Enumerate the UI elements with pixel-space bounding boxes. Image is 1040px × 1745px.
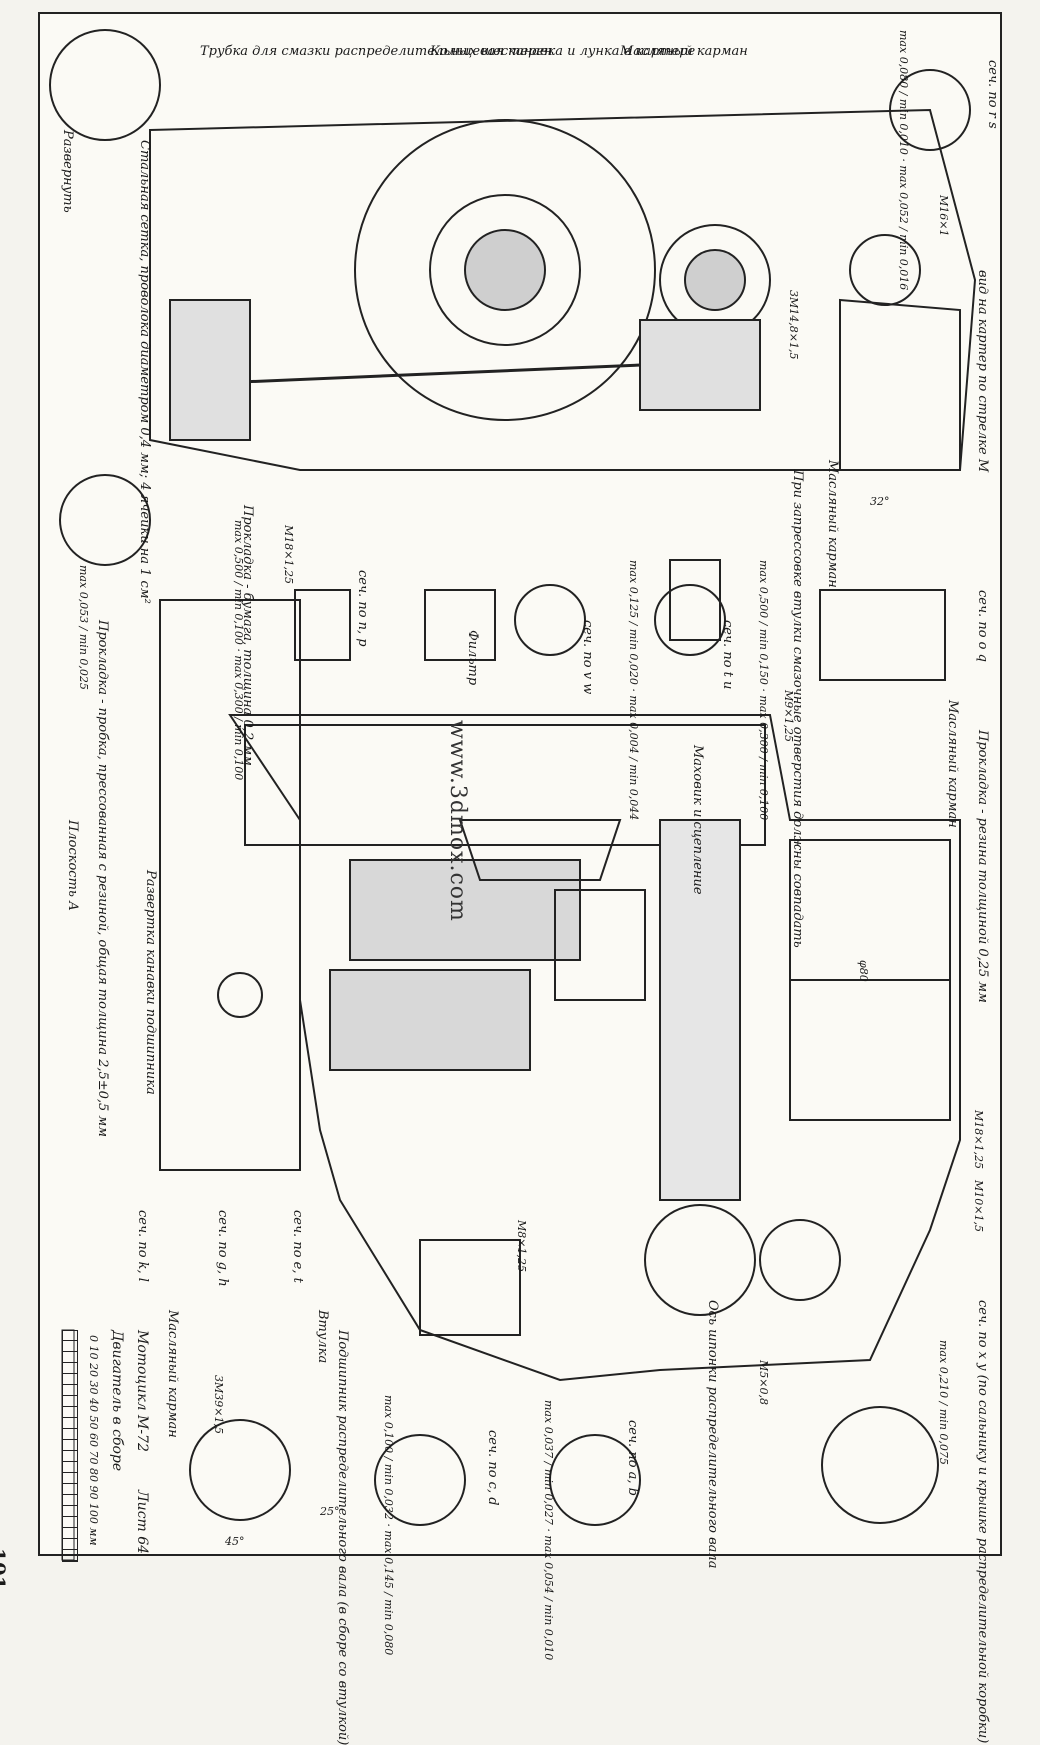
crankcase-outline — [149, 108, 977, 471]
page-number: 101 — [0, 1548, 10, 1590]
dim-angle25: 25° — [320, 1505, 340, 1518]
tol-vw: max 0,125 / min 0,020 · max 0,004 / min … — [627, 560, 640, 821]
detail-ab — [549, 1434, 641, 1526]
tol-np: max 0,500 / min 0,100 · max 0,300 / min … — [232, 520, 245, 781]
view-m — [839, 298, 961, 471]
section-np — [294, 589, 351, 661]
label-sleeve: Втулка — [315, 1310, 330, 1364]
label-sec-rs: сеч. по r s — [985, 60, 1000, 129]
title-machine: Мотоцикл M-72 — [134, 1330, 150, 1452]
label-sec-xy: сеч. по x y (по сальнику и крышке распре… — [975, 1300, 990, 1744]
section-tu — [654, 584, 726, 656]
oil-filter-cup — [419, 1239, 521, 1336]
timing-gear-housing — [354, 119, 656, 421]
tol-xy: max 0,210 / min 0,075 — [937, 1340, 950, 1465]
tol-rs: max 0,080 / min 0,010 · max 0,052 / min … — [897, 30, 910, 291]
label-sec-vw: сеч. по v w — [580, 620, 595, 695]
engine-section-outline — [228, 714, 961, 1382]
detail-sleeve — [189, 1419, 291, 1521]
dim-m16: M16×1 — [937, 195, 950, 237]
label-ring-groove: Кольцевая канавка и лунка в картере — [430, 44, 696, 59]
gearbox-housing — [159, 599, 301, 1171]
dim-m18b: M18×1,25 — [972, 1110, 985, 1169]
label-oil-pocket-mid: Масляный карман — [825, 460, 840, 588]
dim-m8: M8×1,25 — [515, 1220, 528, 1272]
scale-ticks: 0 10 20 30 40 50 60 70 80 90 100 мм — [87, 1335, 100, 1546]
dim-m10: M10×1,5 — [972, 1180, 985, 1232]
title-sheet: Лист 64 — [134, 1490, 150, 1555]
tol-cd: max 0,100 / min 0,032 · max 0,145 / min … — [382, 1395, 395, 1656]
dim-m18: M18×1,25 — [282, 525, 295, 584]
engine-drawing — [49, 29, 977, 1561]
label-sec-tu: сеч. по t u — [720, 620, 735, 690]
tol-paper: max 0,053 / min 0,025 — [77, 565, 90, 690]
label-sec-gh: сеч. по g, h — [215, 1210, 230, 1287]
label-sec-et: сеч. по e, t — [290, 1210, 305, 1283]
dim-m14: 3M14,8×1,5 — [787, 290, 800, 360]
label-oil-pocket-top: Масляный карман — [620, 44, 748, 59]
label-sec-ab: сеч. по a, b — [625, 1420, 640, 1496]
detail-rs — [889, 69, 971, 151]
scale-bar — [62, 1330, 78, 1562]
dim-angle45: 45° — [225, 1535, 245, 1548]
title-engine: Двигатель в сборе — [109, 1330, 125, 1472]
filter-mesh — [424, 589, 496, 661]
label-oil-pocket-right: Масляный карман — [945, 700, 960, 828]
label-cork-gasket: Прокладка - пробка, прессованная с резин… — [95, 620, 110, 1138]
label-sec-oq: сеч. по о q — [975, 590, 990, 662]
label-camshaft-axis: Ось шпонки распределительного вала — [705, 1300, 720, 1569]
dim-m5: M5×0,8 — [757, 1360, 770, 1405]
label-bearing-groove: Развертка канавки подшипника — [143, 870, 158, 1095]
label-ream: Развернуть — [60, 130, 75, 213]
label-bearing-dist: Подшипник распределительного вала (в сбо… — [335, 1330, 350, 1745]
tol-tu: max 0,500 / min 0,150 · max 0,300 / min … — [757, 560, 770, 821]
dim-angle32: 32° — [870, 495, 890, 508]
section-oq — [819, 589, 946, 681]
tol-ab: max 0,037 / min 0,027 · max 0,054 / min … — [542, 1400, 555, 1661]
dim-phi80: φ80 — [857, 960, 870, 982]
label-view-m: вид на картер по стрелке М — [975, 270, 990, 473]
label-sec-kl: сеч. по k, l — [135, 1210, 150, 1282]
dim-m9: M9×1,25 — [782, 690, 795, 742]
label-sec-np: сеч. по n, p — [355, 570, 370, 647]
label-oil-pocket-bottom: Масляный карман — [165, 1310, 180, 1438]
camshaft — [659, 819, 741, 1201]
section-vw — [514, 584, 586, 656]
label-gasket-rubber: Прокладка - резина толщиной 0,25 мм — [975, 730, 990, 1003]
dim-m39: 3M39×1,5 — [212, 1375, 225, 1434]
detail-mesh — [59, 474, 151, 566]
watermark: www.3dmox.com — [445, 720, 470, 922]
detail-cd — [374, 1434, 466, 1526]
label-sec-cd: сеч. по c, d — [485, 1430, 500, 1506]
label-tube: Трубка для смазки распределительных шест… — [200, 44, 553, 59]
label-flywheel: Маховик и сцепление — [690, 745, 705, 895]
label-filter: Фильтр — [465, 630, 480, 686]
detail-xy — [821, 1406, 939, 1524]
detail-ream — [49, 29, 161, 141]
label-steel-mesh: Стальная сетка, проволока диаметром 0,4 … — [137, 140, 152, 604]
label-plane-a: Плоскость А — [65, 820, 80, 911]
